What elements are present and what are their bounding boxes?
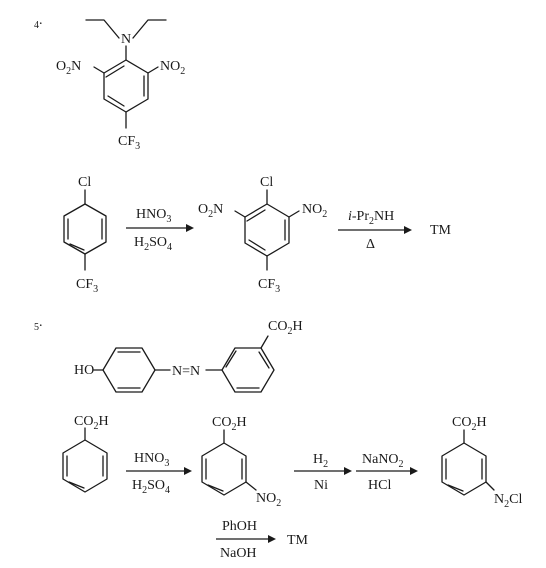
step1-reagent-above: HNO3 <box>136 207 171 225</box>
problem-5-step4-arrow: PhOH NaOH <box>216 519 276 561</box>
p5-step4-reagent-above: PhOH <box>222 519 257 534</box>
problem-5-step3-arrow: NaNO2 HCl <box>356 452 418 493</box>
intermediate-right-nitro: NO2 <box>302 202 327 220</box>
right-ethyl-bond <box>132 19 167 39</box>
problem-5-product-tm: TM <box>287 533 309 548</box>
problem-4-step2-arrow: i-Pr2NH Δ <box>338 209 412 252</box>
amine-nitrogen-label: N <box>121 32 131 47</box>
problem-4-product-tm: TM <box>430 223 452 238</box>
p5-step1-reagent-below: H2SO4 <box>132 478 170 496</box>
problem-4-starting-material: Cl CF3 <box>63 175 107 295</box>
int2-diazonium-label: N2Cl <box>494 492 522 510</box>
benzoic-acid-label: CO2H <box>74 414 109 432</box>
p5-step1-reagent-above: HNO3 <box>134 451 169 469</box>
problem-4-number: 4. <box>34 13 43 31</box>
problem-5-number: 5. <box>34 315 43 333</box>
problem-4-step1-arrow: HNO3 H2SO4 <box>126 207 194 253</box>
target-carboxylic-acid-label: CO2H <box>268 319 303 337</box>
p5-step3-reagent-below: HCl <box>368 478 391 493</box>
intermediate-left-nitro: O2N <box>198 202 223 220</box>
p5-step2-reagent-above: H2 <box>313 452 328 470</box>
intermediate-trifluoromethyl: CF3 <box>258 277 280 295</box>
left-nitro-label: O2N <box>56 59 81 77</box>
step1-reagent-below: H2SO4 <box>134 235 172 253</box>
step2-reagent-below: Δ <box>366 237 375 252</box>
problem-5-step1-arrow: HNO3 H2SO4 <box>126 451 192 496</box>
right-nitro-label: NO2 <box>160 59 185 77</box>
p5-step2-reagent-below: Ni <box>314 478 328 493</box>
p5-step4-reagent-below: NaOH <box>220 546 257 561</box>
problem-5-target-molecule: HO N=N CO2H <box>74 319 303 393</box>
benzene-ring <box>103 59 149 113</box>
problem-5-starting-material: CO2H <box>62 414 109 493</box>
trifluoromethyl-label: CF3 <box>118 134 140 152</box>
p5-step3-reagent-above: NaNO2 <box>362 452 404 470</box>
hydroxy-label: HO <box>74 363 94 378</box>
int1-nitro-label: NO2 <box>256 491 281 509</box>
intermediate-chloro-label: Cl <box>260 175 273 190</box>
problem-5-step2-arrow: H2 Ni <box>294 452 352 493</box>
int1-carboxylic-acid-label: CO2H <box>212 415 247 433</box>
problem-5-intermediate-2: CO2H N2Cl <box>441 415 522 510</box>
left-ethyl-bond <box>85 19 120 39</box>
azo-linkage-label: N=N <box>172 364 200 379</box>
step2-reagent-above: i-Pr2NH <box>348 209 394 227</box>
problem-5-intermediate-1: CO2H NO2 <box>201 415 281 509</box>
problem-4-intermediate: Cl O2N NO2 CF3 <box>198 175 327 295</box>
start-trifluoromethyl-label: CF3 <box>76 277 98 295</box>
problem-4-target-molecule: N O2N NO2 CF3 <box>56 19 185 152</box>
int2-carboxylic-acid-label: CO2H <box>452 415 487 433</box>
chloro-label: Cl <box>78 175 91 190</box>
